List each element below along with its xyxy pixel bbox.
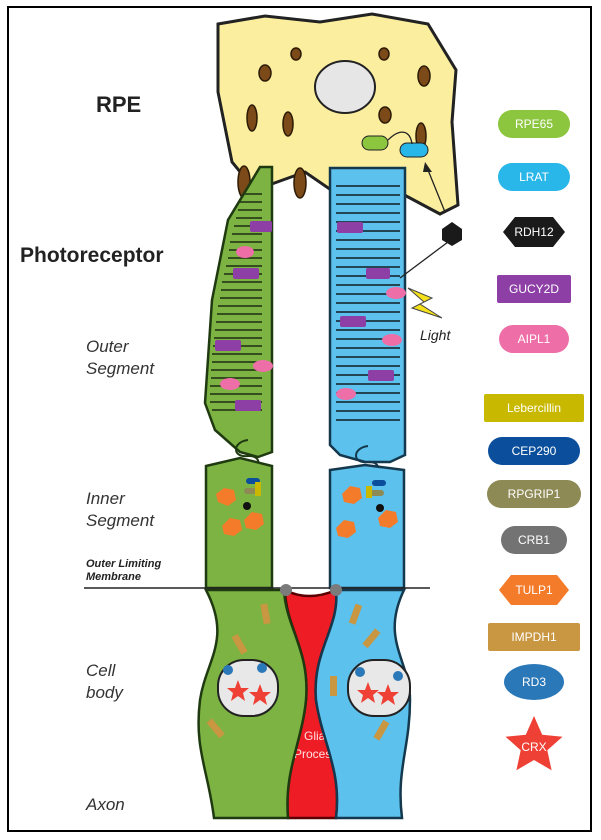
legend-item-crx: CRX	[506, 716, 563, 770]
legend-label: RPGRIP1	[508, 487, 561, 501]
inner-segment-label-line2: Segment	[86, 510, 154, 532]
adherens-junction	[280, 584, 292, 596]
melanosome	[379, 107, 391, 123]
aipl1-protein	[253, 360, 273, 372]
rd3-protein	[355, 667, 365, 677]
legend-label: RD3	[522, 675, 546, 689]
adherens-junction	[330, 584, 342, 596]
rd3-protein	[257, 663, 267, 673]
olm-label-line2: Membrane	[86, 571, 161, 584]
rdh12-link	[400, 242, 448, 278]
rpe-label: RPE	[96, 92, 141, 118]
aipl1-protein	[382, 334, 402, 346]
inner-segment-label-line1: Inner	[86, 488, 154, 510]
rpgrip1-protein	[370, 490, 384, 496]
legend-item-rpgrip1: RPGRIP1	[487, 480, 581, 508]
light-label: Light	[420, 327, 451, 343]
gucy2d-protein	[368, 370, 394, 381]
cell-body-label-line1: Cell	[86, 660, 123, 682]
legend-label: CEP290	[512, 444, 557, 458]
legend-label: IMPDH1	[511, 630, 557, 644]
melanosome	[291, 48, 301, 60]
gucy2d-protein	[215, 340, 241, 351]
gucy2d-protein	[233, 268, 259, 279]
legend-label: CRB1	[518, 533, 550, 547]
legend-label: CRX	[521, 740, 546, 754]
legend-label: GUCY2D	[509, 282, 559, 296]
legend-label: LRAT	[519, 170, 549, 184]
lebercillin-protein	[255, 482, 261, 496]
crb1-protein	[243, 502, 251, 510]
crb1-protein	[376, 504, 384, 512]
legend-item-rd3: RD3	[504, 664, 564, 700]
impdh1-protein	[330, 676, 337, 696]
melanosome	[294, 168, 306, 198]
legend-item-lebercillin: Lebercillin	[484, 394, 584, 422]
gucy2d-protein	[366, 268, 390, 279]
rd3-protein	[223, 665, 233, 675]
melanosome	[379, 48, 389, 60]
melanosome	[283, 112, 293, 136]
legend-label: TULP1	[515, 583, 553, 597]
rpe-nucleus	[315, 61, 375, 113]
lebercillin-protein	[366, 486, 372, 498]
gucy2d-protein	[340, 316, 366, 327]
gucy2d-protein	[337, 222, 363, 233]
cell-body-label: Cell body	[86, 660, 123, 704]
legend-item-gucy2d: GUCY2D	[497, 275, 571, 303]
legend-item-tulp1: TULP1	[499, 575, 569, 605]
legend-item-aipl1: AIPL1	[499, 325, 569, 353]
legend-item-impdh1: IMPDH1	[488, 623, 580, 651]
gucy2d-protein	[250, 221, 272, 232]
outer-segment-label: Outer Segment	[86, 336, 154, 380]
legend-item-rpe65: RPE65	[498, 110, 570, 138]
legend-item-crb1: CRB1	[501, 526, 567, 554]
lrat-protein	[400, 143, 428, 157]
photoreceptor-label: Photoreceptor	[20, 244, 164, 268]
aipl1-protein	[220, 378, 240, 390]
melanosome	[247, 105, 257, 131]
rd3-protein	[393, 671, 403, 681]
legend-item-lrat: LRAT	[498, 163, 570, 191]
outer-segment-label-line1: Outer	[86, 336, 154, 358]
legend: RPE65LRAT RDH12GUCY2D AIPL1LebercillinCEP2…	[484, 110, 584, 770]
aipl1-protein	[236, 246, 254, 258]
aipl1-protein	[386, 287, 406, 299]
rpe65-protein	[362, 136, 388, 150]
legend-item-cep290: CEP290	[488, 437, 580, 465]
inner-segment-label: Inner Segment	[86, 488, 154, 532]
cep290-protein	[372, 480, 386, 486]
olm-label-line1: Outer Limiting	[86, 558, 161, 571]
melanosome	[259, 65, 271, 81]
lightning-bolt-icon	[408, 288, 442, 318]
outer-segment-label-line2: Segment	[86, 358, 154, 380]
melanosome	[418, 66, 430, 86]
rdh12-protein	[442, 222, 462, 246]
gucy2d-protein	[235, 400, 261, 411]
aipl1-protein	[336, 388, 356, 400]
outer-limiting-membrane-label: Outer Limiting Membrane	[86, 558, 161, 584]
legend-label: AIPL1	[518, 332, 551, 346]
cone-discs	[336, 186, 400, 420]
legend-label: RPE65	[515, 117, 553, 131]
axon-label: Axon	[86, 794, 125, 816]
legend-label: RDH12	[514, 225, 554, 239]
cell-body-label-line2: body	[86, 682, 123, 704]
legend-item-rdh12: RDH12	[503, 217, 565, 247]
legend-label: Lebercillin	[507, 401, 561, 415]
